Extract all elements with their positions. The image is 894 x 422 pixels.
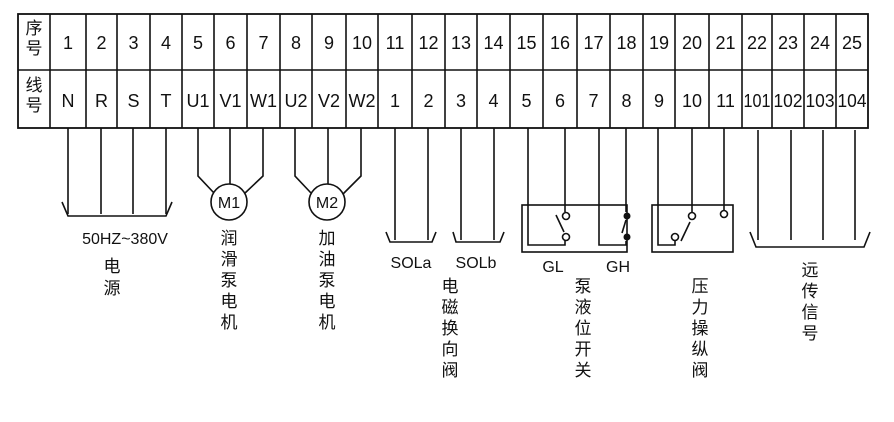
pressure-valve: 压力操纵阀 xyxy=(651,128,734,381)
terminal-wire: 104 xyxy=(838,91,867,111)
terminal-seq: 21 xyxy=(715,33,735,53)
terminal-wire: R xyxy=(95,91,108,111)
solb-label: SOLb xyxy=(456,255,497,272)
row-header-seq: 序号 xyxy=(26,19,43,59)
power-bracket xyxy=(61,201,173,217)
terminal-seq: 7 xyxy=(258,33,268,53)
gl-label: GL xyxy=(542,259,563,276)
terminal-wire: 11 xyxy=(716,91,735,111)
terminal-wire: 1 xyxy=(390,91,400,111)
terminal-seq: 1 xyxy=(63,33,73,53)
terminal-seq: 17 xyxy=(583,33,603,53)
terminal-wire: 5 xyxy=(521,91,531,111)
row-header-wire: 线号 xyxy=(26,76,43,116)
terminal-seq: 20 xyxy=(682,33,702,53)
terminal-wire: V1 xyxy=(219,91,241,111)
power-supply: 50HZ~380V 电源 xyxy=(61,128,173,299)
terminal-seq: 3 xyxy=(128,33,138,53)
terminal-seq: 10 xyxy=(352,33,372,53)
terminal-wire: 9 xyxy=(654,91,664,111)
terminal-seq: 25 xyxy=(842,33,862,53)
terminal-seq: 24 xyxy=(810,33,830,53)
motor-m1: M1 润滑泵电机 xyxy=(197,128,264,333)
table-border xyxy=(17,13,869,129)
power-label: 电源 xyxy=(104,257,121,299)
terminal-seq: 4 xyxy=(161,33,171,53)
terminal-wire: N xyxy=(62,91,75,111)
terminal-seq: 16 xyxy=(550,33,570,53)
terminal-wire: W1 xyxy=(250,91,277,111)
terminal-seq: 11 xyxy=(386,33,405,53)
terminal-wire: 8 xyxy=(621,91,631,111)
remote-signal: 远传信号 xyxy=(749,130,871,344)
terminal-seq: 14 xyxy=(483,33,503,53)
terminal-seq: 15 xyxy=(516,33,536,53)
terminal-seq: 12 xyxy=(418,33,438,53)
terminal-wire: T xyxy=(161,91,172,111)
motor-m2-label: M2 xyxy=(316,195,338,212)
terminal-wire: 7 xyxy=(588,91,598,111)
solenoid-valve: SOLa SOLb 电磁换向阀 xyxy=(385,128,505,381)
motor-m1-name: 润滑泵电机 xyxy=(221,229,238,333)
terminal-seq: 2 xyxy=(96,33,106,53)
terminal-wire: 6 xyxy=(555,91,565,111)
gh-label: GH xyxy=(606,259,630,276)
terminal-wire: 3 xyxy=(456,91,466,111)
terminal-wire: 103 xyxy=(806,91,835,111)
terminal-wire: 4 xyxy=(488,91,498,111)
terminal-seq: 22 xyxy=(747,33,767,53)
terminal-wire: 2 xyxy=(423,91,433,111)
terminal-seq: 18 xyxy=(616,33,636,53)
level-switch: GL GH 泵液位开关 xyxy=(521,128,631,381)
power-spec-label: 50HZ~380V xyxy=(82,231,168,248)
solenoid-name: 电磁换向阀 xyxy=(442,277,459,381)
motor-m1-label: M1 xyxy=(218,195,240,212)
terminal-seq: 5 xyxy=(193,33,203,53)
terminal-table: 序号 线号 1N2R3S4T5U16V17W18U29V210W21111221… xyxy=(17,13,869,129)
terminal-wire: U2 xyxy=(284,91,307,111)
terminal-wire: V2 xyxy=(318,91,340,111)
terminal-seq: 23 xyxy=(778,33,798,53)
terminal-seq: 9 xyxy=(324,33,334,53)
motor-m2-name: 加油泵电机 xyxy=(319,229,336,333)
terminal-seq: 13 xyxy=(451,33,471,53)
terminal-wire: W2 xyxy=(349,91,376,111)
terminal-seq: 8 xyxy=(291,33,301,53)
motor-m1-symbol xyxy=(210,183,248,221)
terminal-wire: U1 xyxy=(186,91,209,111)
terminal-seq: 19 xyxy=(649,33,669,53)
terminal-wire: 10 xyxy=(682,91,702,111)
terminal-wire: 102 xyxy=(774,91,803,111)
level-switch-name: 泵液位开关 xyxy=(575,277,592,381)
pressure-valve-name: 压力操纵阀 xyxy=(692,277,709,381)
sola-label: SOLa xyxy=(391,255,432,272)
terminal-wire: S xyxy=(127,91,139,111)
remote-signal-name: 远传信号 xyxy=(802,261,819,344)
terminal-seq: 6 xyxy=(225,33,235,53)
motor-m2: M2 加油泵电机 xyxy=(294,128,362,333)
motor-m2-symbol xyxy=(308,183,346,221)
terminal-wire: 101 xyxy=(744,91,771,111)
